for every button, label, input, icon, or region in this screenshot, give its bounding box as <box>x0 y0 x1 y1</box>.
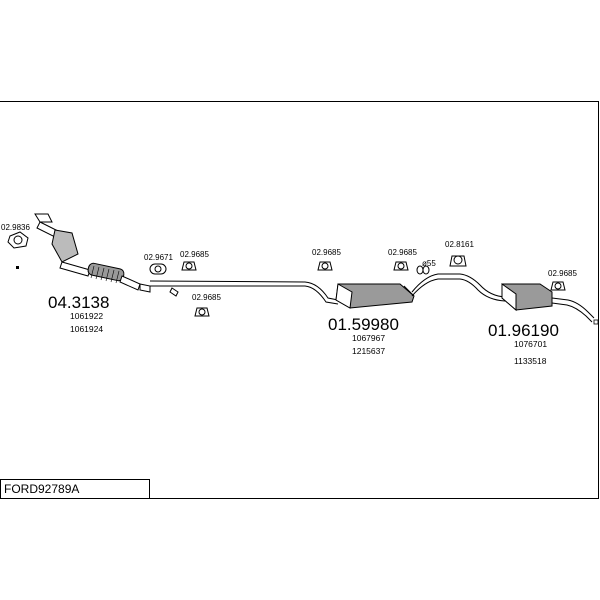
part-number: 01.96190 <box>488 321 559 340</box>
accessory-hanger-5 <box>550 281 566 291</box>
part-ref: 1076701 <box>514 339 547 349</box>
accessory-hanger-1 <box>181 261 197 271</box>
middle-silencer <box>335 283 415 309</box>
accessory-label: 02.9836 <box>1 223 30 232</box>
accessory-gasket-1 <box>7 231 29 249</box>
part-ref: 1061924 <box>70 324 103 334</box>
part-ref: 1067967 <box>352 333 385 343</box>
accessory-gasket-2 <box>149 263 167 275</box>
tailpipe <box>551 297 595 323</box>
diagram-code: FORD92789A <box>4 482 80 496</box>
accessory-label: 02.9685 <box>388 248 417 257</box>
part-number: 01.59980 <box>328 315 399 334</box>
accessory-hanger-2 <box>194 307 210 317</box>
rear-pipe <box>411 273 506 302</box>
accessory-hanger-3 <box>317 261 333 271</box>
front-pipe-assembly <box>34 213 151 293</box>
accessory-label: 02.9685 <box>192 293 221 302</box>
accessory-label: 02.9685 <box>548 269 577 278</box>
part-number: 04.3138 <box>48 293 109 312</box>
diagram-code-box: FORD92789A <box>0 479 150 499</box>
part-ref: 1215637 <box>352 346 385 356</box>
small-marker <box>16 266 19 269</box>
accessory-label: 02.9685 <box>312 248 341 257</box>
part-ref: 1061922 <box>70 311 103 321</box>
middle-pipe <box>149 280 339 305</box>
diagram-frame <box>0 101 599 499</box>
rear-silencer <box>501 283 553 312</box>
accessory-label: 02.9685 <box>180 250 209 259</box>
tail-end-marker <box>593 319 599 325</box>
accessory-clamp <box>449 255 467 267</box>
accessory-hanger-4 <box>393 261 409 271</box>
flex-braid <box>90 265 120 284</box>
accessory-small-part <box>169 287 179 297</box>
gasket-diameter-label: ø55 <box>422 259 436 268</box>
accessory-label: 02.8161 <box>445 240 474 249</box>
accessory-ring <box>416 265 430 275</box>
part-ref: 1133518 <box>514 356 547 366</box>
accessory-label: 02.9671 <box>144 253 173 262</box>
